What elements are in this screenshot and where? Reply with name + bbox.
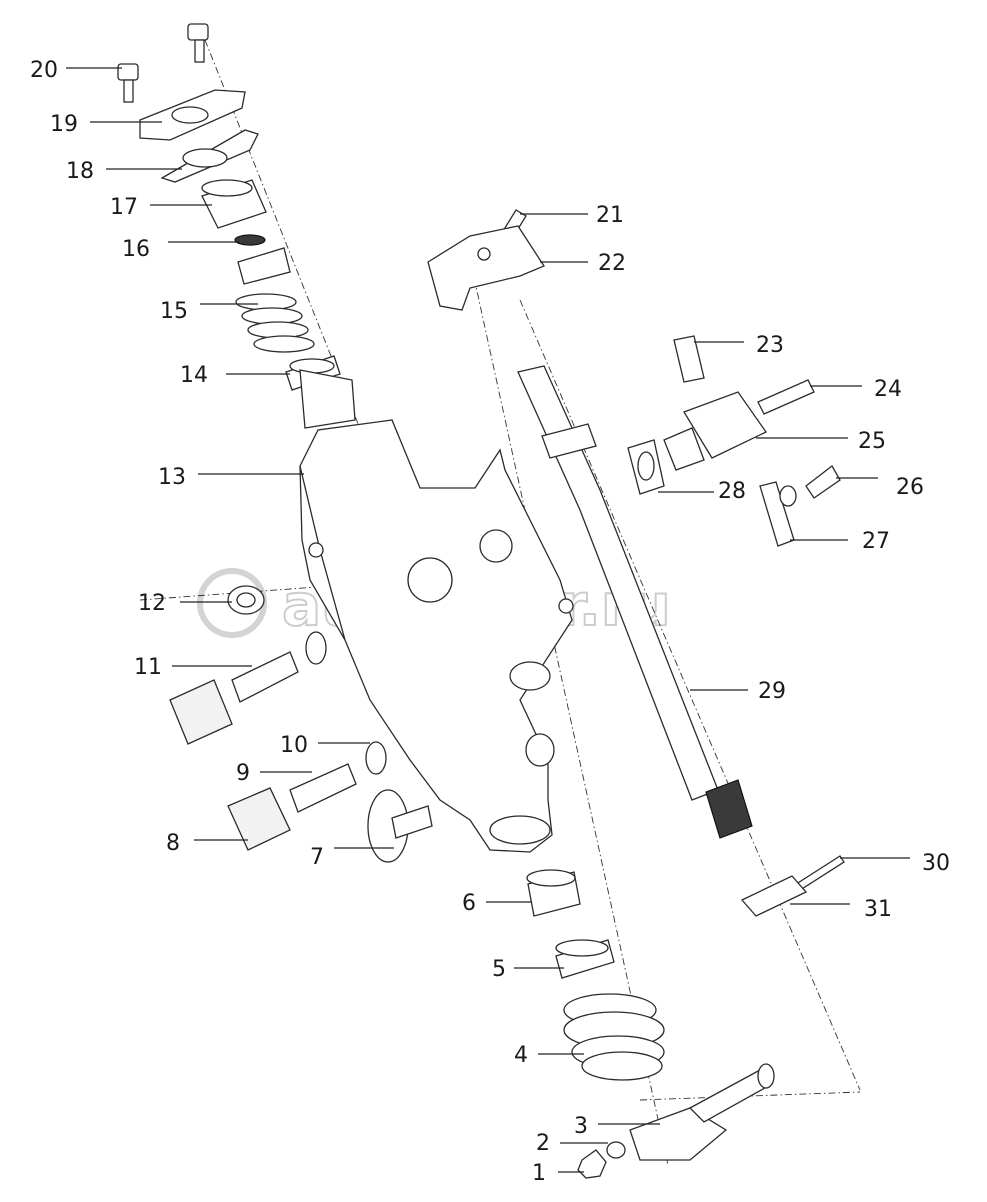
part-17-bushing: [201, 179, 267, 229]
part-18-gasket: [160, 129, 259, 183]
callout-leaders: [66, 67, 910, 1173]
callout-24: 24: [874, 377, 902, 402]
callout-27: 27: [862, 529, 890, 554]
callout-21: 21: [596, 203, 624, 228]
part-29-shaft: [517, 365, 753, 839]
callout-16: 16: [122, 237, 150, 262]
callout-1: 1: [532, 1161, 546, 1186]
part-26-fitting: [805, 465, 841, 499]
part-16-snap-ring: [234, 234, 266, 246]
part-9-valve: [289, 763, 357, 813]
callout-12: 12: [138, 591, 166, 616]
part-2-washer: [606, 1141, 626, 1159]
part-5-bearing: [555, 939, 615, 979]
part-3-clamp: [629, 1063, 775, 1161]
part-6-bushing: [526, 869, 581, 917]
part-27-tee: [759, 481, 797, 547]
callout-7: 7: [310, 845, 324, 870]
callout-13: 13: [158, 465, 186, 490]
callout-22: 22: [598, 251, 626, 276]
callout-25: 25: [858, 429, 886, 454]
callout-9: 9: [236, 761, 250, 786]
part-31-clip: [740, 875, 808, 917]
part-10-seal-ring: [365, 741, 387, 775]
part-20-bolt: [117, 63, 139, 103]
callout-28: 28: [718, 479, 746, 504]
part-15-spring: [235, 247, 315, 353]
part-8-cap: [227, 787, 291, 851]
callout-labels: 20 19 18 17 16 15 14 13 12 11 10 9 8 7 6…: [30, 58, 950, 1186]
part-7-fitting: [367, 789, 433, 863]
callout-19: 19: [50, 112, 78, 137]
callout-29: 29: [758, 679, 786, 704]
callout-31: 31: [864, 897, 892, 922]
part-1-nut: [577, 1149, 607, 1179]
callout-20: 20: [30, 58, 58, 83]
part-4-boot: [563, 993, 665, 1081]
part-11-valve: [169, 631, 327, 745]
callout-14: 14: [180, 363, 208, 388]
callout-18: 18: [66, 159, 94, 184]
callout-30: 30: [922, 851, 950, 876]
part-24-fitting: [757, 379, 815, 415]
callout-23: 23: [756, 333, 784, 358]
part-23-fitting: [673, 335, 705, 383]
callout-4: 4: [514, 1043, 528, 1068]
callout-6: 6: [462, 891, 476, 916]
callout-11: 11: [134, 655, 162, 680]
part-22-lever: [427, 225, 545, 311]
callout-2: 2: [536, 1131, 550, 1156]
callout-17: 17: [110, 195, 138, 220]
callout-5: 5: [492, 957, 506, 982]
part-25-solenoid: [663, 391, 767, 471]
part-13-housing: [299, 369, 574, 853]
callout-15: 15: [160, 299, 188, 324]
callout-26: 26: [896, 475, 924, 500]
callout-10: 10: [280, 733, 308, 758]
callout-8: 8: [166, 831, 180, 856]
callout-3: 3: [574, 1114, 588, 1139]
part-28-gasket: [627, 439, 665, 495]
part-20-bolt-b: [187, 23, 209, 63]
part-19-flange: [139, 89, 246, 141]
part-12-plug: [227, 585, 265, 615]
